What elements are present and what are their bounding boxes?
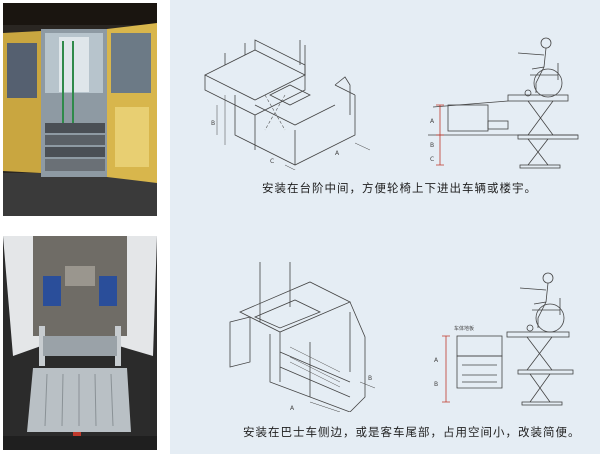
wheelchair-side-elevation-top: A B C xyxy=(428,37,579,169)
label-c: C xyxy=(430,156,434,163)
bus-door-lift-photo xyxy=(3,3,157,216)
label-a: A xyxy=(434,357,439,364)
label-b: B xyxy=(430,142,434,149)
floor-label: 车体地板 xyxy=(454,325,474,332)
label-a: A xyxy=(335,150,340,157)
wheelchair-side-elevation-bottom: 车体地板 A B xyxy=(434,272,574,406)
label-c: C xyxy=(270,158,274,165)
label-b: B xyxy=(211,120,215,127)
side-install-drawing: A B xyxy=(229,262,376,412)
label-a: A xyxy=(430,118,435,125)
van-rear-lift-photo xyxy=(3,236,157,450)
step-install-drawing: B C A xyxy=(204,39,371,170)
label-a: A xyxy=(290,405,295,412)
caption-step-install: 安装在台阶中间，方便轮椅上下进出车辆或楼宇。 xyxy=(262,181,537,195)
diagram-panel xyxy=(170,0,600,454)
caption-side-install: 安装在巴士车侧边，或是客车尾部，占用空间小，改装简便。 xyxy=(243,425,581,439)
label-b: B xyxy=(368,375,372,382)
label-b: B xyxy=(434,381,438,388)
